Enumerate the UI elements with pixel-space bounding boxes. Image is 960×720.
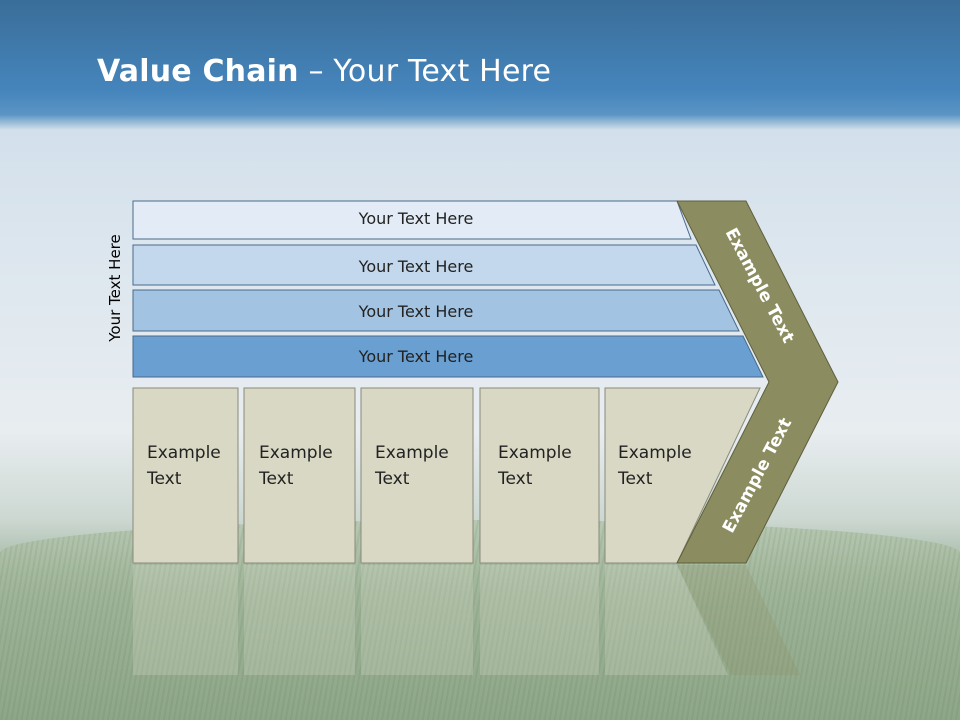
cell-2-line2: Text (258, 469, 294, 489)
bar-2 (132, 244, 716, 286)
title-bold: Value Chain (97, 54, 299, 89)
cell-3-line2: Text (374, 469, 410, 489)
cell-2 (243, 387, 356, 564)
bar-3-label: Your Text Here (358, 302, 474, 321)
cell-4-line2: Text (497, 469, 533, 489)
reflection-cell-4 (480, 565, 599, 675)
cell-1-line2: Text (146, 469, 182, 489)
cell-3-line1: Example (375, 443, 449, 463)
bar-2-label: Your Text Here (358, 257, 474, 276)
cell-5-line1: Example (618, 443, 692, 463)
bar-4-label: Your Text Here (358, 347, 474, 366)
reflection-cell-2 (244, 565, 355, 675)
cell-4-line1: Example (498, 443, 572, 463)
cell-1 (132, 387, 239, 564)
page-title: Value Chain – Your Text Here (97, 54, 551, 89)
header-band (0, 0, 960, 130)
bar-1-label: Your Text Here (358, 209, 474, 228)
bar-3 (132, 289, 740, 332)
reflection-cell-5 (605, 565, 728, 675)
reflection-cell-1 (133, 565, 238, 675)
title-rest: – Your Text Here (298, 54, 552, 89)
cell-4 (479, 387, 600, 564)
chevron (676, 200, 839, 564)
bar-1 (132, 200, 692, 240)
cell-3 (360, 387, 474, 564)
bar-4 (132, 335, 764, 378)
cell-1-line1: Example (147, 443, 221, 463)
reflection-chevron (677, 565, 800, 675)
diagram-reflection (133, 565, 800, 675)
reflection-cell-3 (361, 565, 473, 675)
cell-2-line1: Example (259, 443, 333, 463)
cell-5-line2: Text (617, 469, 653, 489)
